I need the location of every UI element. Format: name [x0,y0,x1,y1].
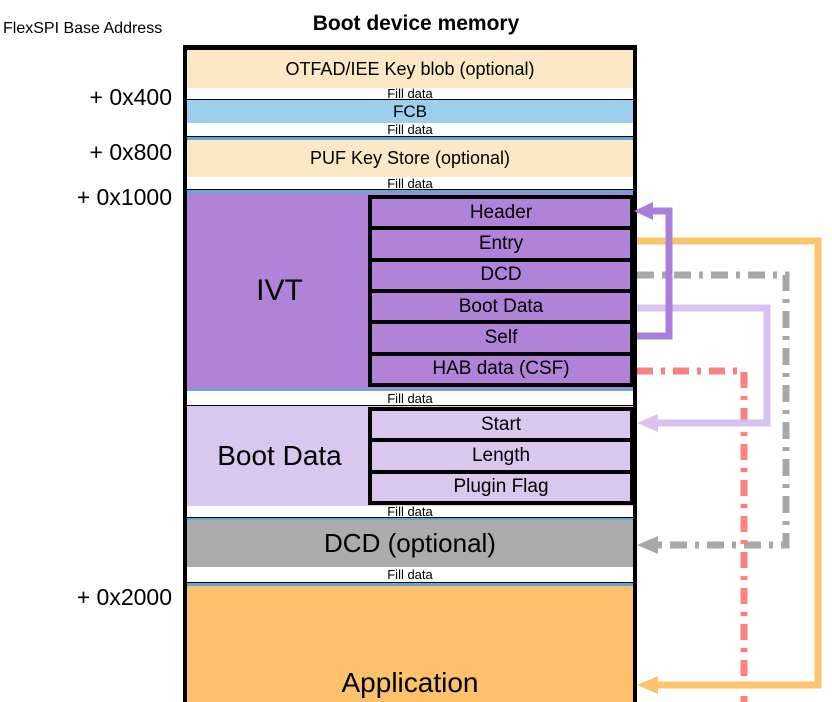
arrow-dcd-head [637,536,658,554]
diagram-title: Boot device memory [312,12,520,35]
boundary-line-1 [187,137,633,140]
row-fill-data-4: Fill data [187,391,633,406]
section-boot-data: Boot Data Start Length Plugin Flag [187,406,634,506]
arrow-self-to-header [637,207,673,340]
row-otfad-key-blob: OTFAD/IEE Key blob (optional) [187,50,633,88]
boot-data-row-plugin-flag: Plugin Flag [372,473,630,501]
row-fcb: FCB [187,100,633,123]
arrow-entry-to-application [637,237,822,689]
ivt-fields-box: Header Entry DCD Boot Data Self HAB data… [368,195,634,387]
row-fill-data-2: Fill data [187,123,633,137]
ivt-row-boot-data: Boot Data [372,292,630,321]
boot-data-fields-box: Start Length Plugin Flag [368,407,634,505]
address-label-0x2000: + 0x2000 [76,584,172,610]
arrow-entry-head [637,676,658,694]
flexspi-base-address-label: FlexSPI Base Address [3,20,163,37]
row-dcd-optional: DCD (optional) [187,520,633,567]
ivt-label: IVT [256,274,303,307]
boot-data-row-start: Start [372,411,630,439]
boundary-line-2 [187,190,633,193]
address-label-0x400: + 0x400 [89,84,173,110]
ivt-row-dcd: DCD [372,261,630,289]
ivt-row-entry: Entry [372,230,630,258]
section-ivt: IVT Header Entry DCD Boot Data Self HAB … [187,193,634,389]
row-puf-key-store: PUF Key Store (optional) [187,140,633,177]
row-fill-data-1: Fill data [187,87,633,100]
arrow-dcd-to-dcd-optional [637,271,790,549]
ivt-row-header: Header [372,199,630,227]
boundary-line-5 [187,583,633,586]
ivt-row-self: Self [372,324,630,352]
memory-map-box: OTFAD/IEE Key blob (optional) Fill data … [183,45,637,702]
arrow-bootdata-to-start [637,304,771,427]
row-fill-data-6: Fill data [187,567,633,583]
boundary-line-4 [187,518,633,520]
boot-data-row-length: Length [372,442,630,470]
boundary-line-3 [187,389,633,391]
boot-data-label: Boot Data [217,440,342,471]
row-fill-data-3: Fill data [187,177,633,190]
ivt-row-hab-data-csf: HAB data (CSF) [372,355,630,383]
address-label-0x800: + 0x800 [89,139,173,165]
row-fill-data-5: Fill data [187,505,633,518]
arrow-hab-csf-line [637,367,748,702]
arrow-bootdata-head [637,414,658,432]
row-application: Application [187,586,633,702]
address-label-0x1000: + 0x1000 [76,184,172,210]
